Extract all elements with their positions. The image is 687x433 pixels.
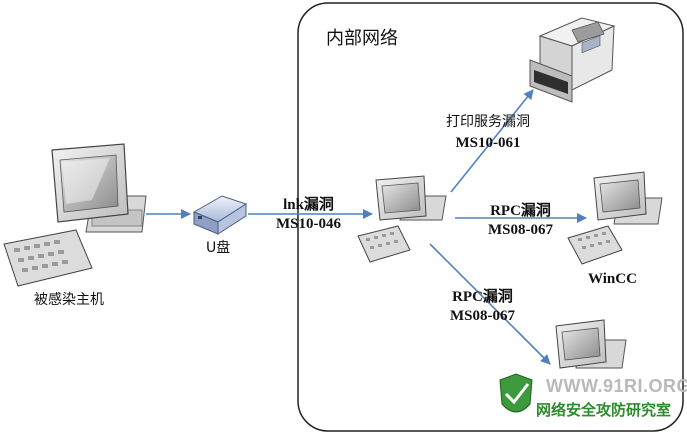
usb-drive-label: U盘	[206, 240, 231, 256]
lower-pc-icon	[555, 319, 627, 369]
edge-label-lnk: lnk漏洞 MS10-046	[276, 196, 341, 234]
watermark-url: WWW.91RI.ORG	[546, 376, 687, 396]
infected-host-computer-icon	[3, 143, 147, 287]
wincc-label: WinCC	[588, 271, 637, 287]
edge-label-lower: RPC漏洞 MS08-067	[450, 288, 515, 326]
internal-network-title: 内部网络	[326, 28, 398, 49]
internal-pc-icon	[357, 175, 447, 263]
shield-logo-icon	[499, 373, 533, 413]
printer-vuln-code: MS10-061	[455, 134, 521, 151]
watermark-text: 网络安全攻防研究室	[536, 401, 672, 419]
lower-vuln-code: MS08-067	[450, 307, 515, 324]
edge-label-wincc: RPC漏洞 MS08-067	[488, 202, 553, 240]
usb-drive-icon	[192, 195, 248, 235]
printer-vuln-name: 打印服务漏洞	[446, 114, 530, 130]
wincc-vuln-name: RPC漏洞	[490, 203, 551, 219]
internal-network-boundary	[297, 2, 684, 432]
infected-host-label: 被感染主机	[34, 292, 104, 308]
lnk-vuln-code: MS10-046	[276, 215, 341, 232]
edge-label-printer: 打印服务漏洞 MS10-061	[446, 114, 530, 152]
arrow-to-printer	[450, 89, 534, 193]
arrow-to-lower-pc	[429, 243, 551, 365]
lnk-vuln-name: lnk漏洞	[283, 197, 334, 213]
printer-icon	[529, 17, 616, 103]
lower-vuln-name: RPC漏洞	[452, 289, 513, 305]
wincc-vuln-code: MS08-067	[488, 221, 553, 238]
wincc-pc-icon	[567, 171, 663, 265]
